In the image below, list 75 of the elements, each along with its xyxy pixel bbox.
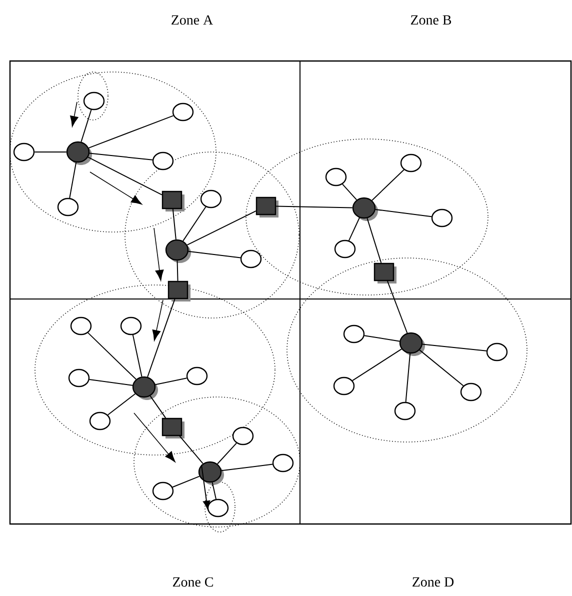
link-line (69, 162, 77, 199)
link-line (366, 218, 382, 264)
link-line (107, 393, 136, 416)
link-line (374, 208, 432, 218)
member-node (232, 426, 254, 446)
member-node (200, 190, 222, 208)
direction-arrow (200, 464, 210, 510)
link-line (342, 184, 358, 200)
cluster-head-node (132, 376, 158, 400)
member-node (70, 316, 92, 336)
member-node (152, 482, 174, 500)
member-node (333, 376, 355, 396)
zone-label: Zone C (172, 577, 213, 587)
member-node (325, 168, 347, 186)
member-node (431, 208, 453, 228)
member-node (83, 92, 105, 110)
link-line (372, 169, 404, 201)
zone-label: Zone B (410, 15, 452, 25)
link-line (172, 476, 200, 488)
link-line (88, 378, 134, 386)
gateway-node (374, 262, 396, 284)
member-node (334, 240, 356, 258)
link-line (364, 335, 400, 342)
member-node (13, 142, 35, 162)
cluster-head-node (352, 197, 378, 221)
link-line (276, 206, 353, 208)
link-line (221, 464, 273, 472)
link-line (386, 280, 408, 334)
link-line (150, 395, 166, 418)
gateway-node (168, 280, 190, 302)
link-line (212, 482, 217, 500)
link-line (172, 208, 176, 240)
member-node (120, 316, 142, 336)
zone-label: Zone D (412, 577, 454, 587)
member-node (207, 498, 229, 518)
link-line (405, 353, 411, 402)
link-line (182, 206, 206, 242)
link-line (80, 109, 92, 142)
zone-label: Zone A (172, 15, 213, 25)
member-node (57, 198, 79, 216)
link-line (419, 350, 464, 386)
link-line (422, 344, 487, 352)
link-line (88, 332, 137, 380)
cluster-head-node (198, 461, 224, 485)
gateway-node (162, 190, 184, 212)
link-line (147, 298, 176, 378)
gateway-node (162, 418, 184, 438)
member-node (172, 102, 194, 122)
link-line (348, 217, 360, 242)
link-line (216, 442, 237, 464)
member-node (394, 402, 416, 420)
link-line (179, 436, 204, 464)
member-node (89, 412, 111, 430)
member-node (186, 366, 208, 386)
member-node (460, 382, 482, 402)
link-line (186, 210, 256, 246)
cluster-head-node (399, 332, 425, 356)
link-line (89, 152, 153, 160)
member-node (343, 324, 365, 344)
member-node (486, 342, 508, 362)
link-line (188, 250, 241, 258)
member-node (68, 368, 90, 388)
link-line (154, 378, 188, 386)
link-line (176, 260, 178, 282)
member-node (400, 154, 422, 172)
member-node (152, 152, 174, 170)
link-line (88, 115, 174, 148)
member-node (272, 454, 294, 472)
link-line (352, 348, 402, 382)
cluster-head-node (165, 239, 191, 263)
link-line (88, 156, 162, 196)
link-line (132, 334, 142, 378)
cluster-head-node (66, 141, 92, 165)
gateway-node (256, 196, 278, 218)
member-node (240, 250, 262, 268)
